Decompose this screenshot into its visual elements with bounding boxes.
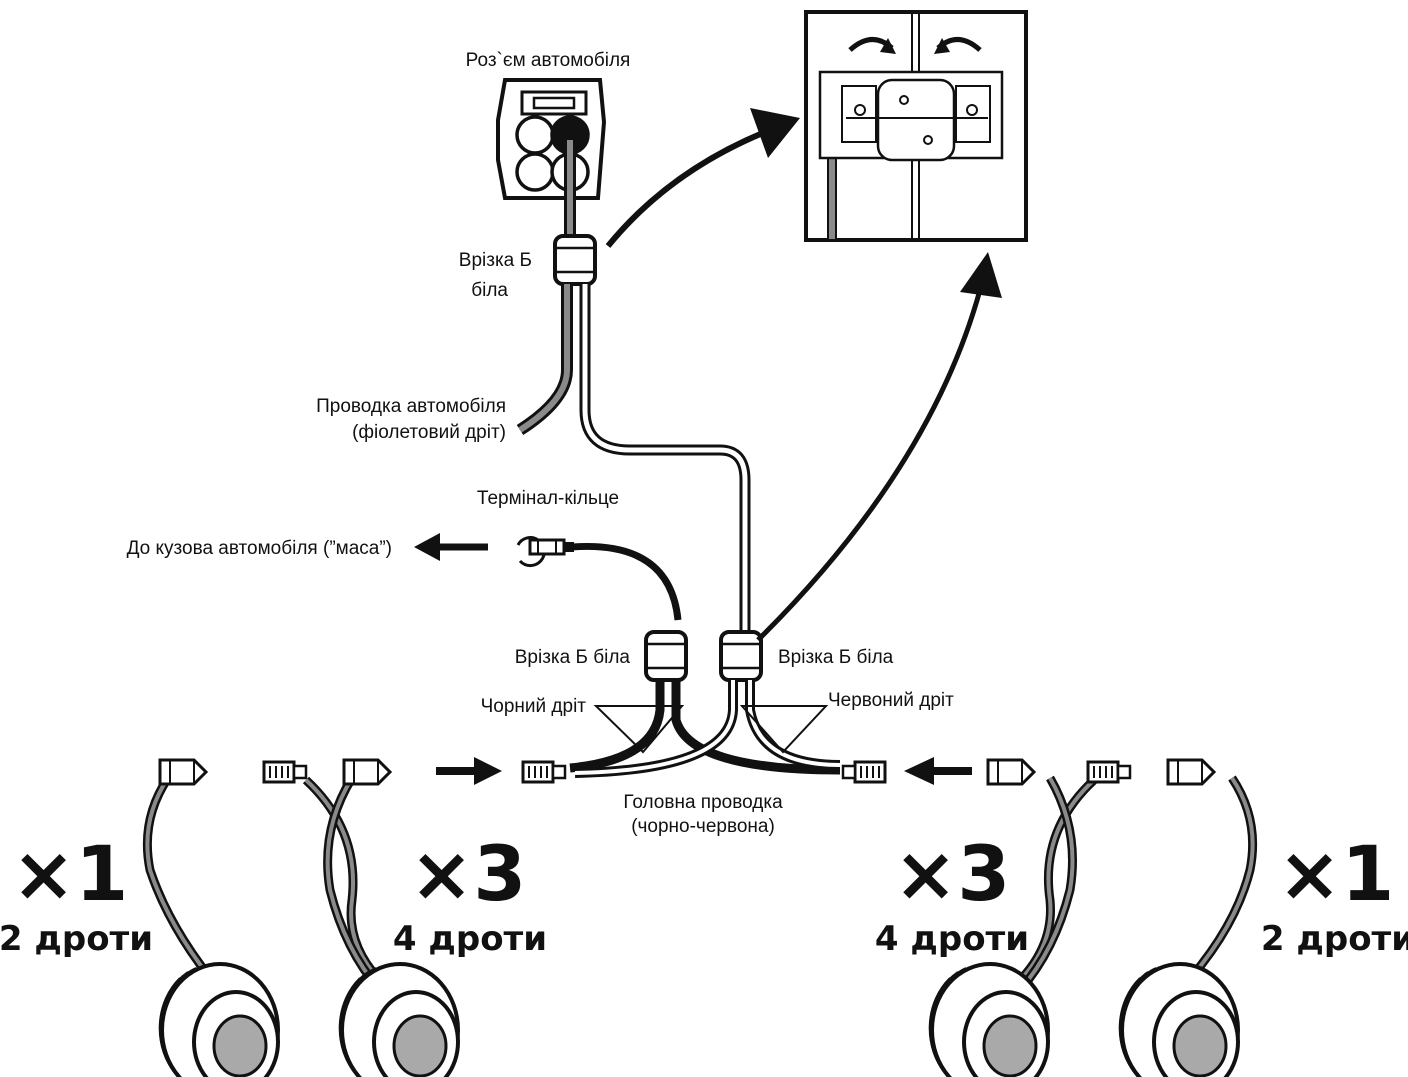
splice-left [644, 630, 688, 682]
car-connector [496, 78, 607, 200]
door-inset [804, 10, 1028, 242]
label-main-harness-line1: Головна проводка [623, 792, 783, 813]
qty-left-single: ×1 [12, 829, 129, 918]
label-splice-top-line1: Врізка Б [459, 250, 532, 271]
wires-left-single: 2 дроти [0, 919, 153, 959]
arrow-into-left [436, 757, 502, 785]
sensor-left-single [142, 758, 280, 1077]
qty-left-triple: ×3 [410, 829, 527, 918]
label-car-wiring-line1: Проводка автомобіля [316, 396, 506, 417]
arrow-to-inset-bottom [756, 252, 1002, 642]
wires-right-triple: 4 дроти [875, 919, 1029, 959]
splice-right [719, 630, 763, 682]
label-splice-left: Врізка Б біла [515, 647, 631, 668]
label-black-wire: Чорний дріт [481, 696, 587, 717]
sensor-right-triple [927, 758, 1132, 1077]
qty-right-single: ×1 [1278, 829, 1395, 918]
label-ring-terminal: Термінал-кільце [477, 488, 619, 509]
harness-connector-right [841, 760, 887, 784]
harness-connector-left [521, 760, 567, 784]
label-main-harness-line2: (чорно-червона) [631, 816, 775, 837]
label-car-wiring-line2: (фіолетовий дріт) [352, 422, 506, 443]
sensor-left-triple [262, 758, 460, 1077]
sensor-right-single [1117, 758, 1258, 1077]
wires-right-single: 2 дроти [1261, 919, 1408, 959]
label-to-body: До кузова автомобіля (”маса”) [127, 538, 392, 559]
ground-arrow [414, 533, 488, 561]
wires-left-triple: 4 дроти [393, 919, 547, 959]
ring-terminal [516, 536, 574, 568]
qty-right-triple: ×3 [894, 829, 1011, 918]
splice-top [553, 234, 597, 286]
label-splice-top-line2: біла [471, 280, 508, 301]
label-car-connector: Роз`єм автомобіля [466, 50, 631, 71]
label-red-wire: Червоний дріт [828, 690, 954, 711]
label-splice-right: Врізка Б біла [778, 647, 894, 668]
arrow-into-right [904, 757, 972, 785]
arrow-to-inset-top [605, 108, 800, 248]
